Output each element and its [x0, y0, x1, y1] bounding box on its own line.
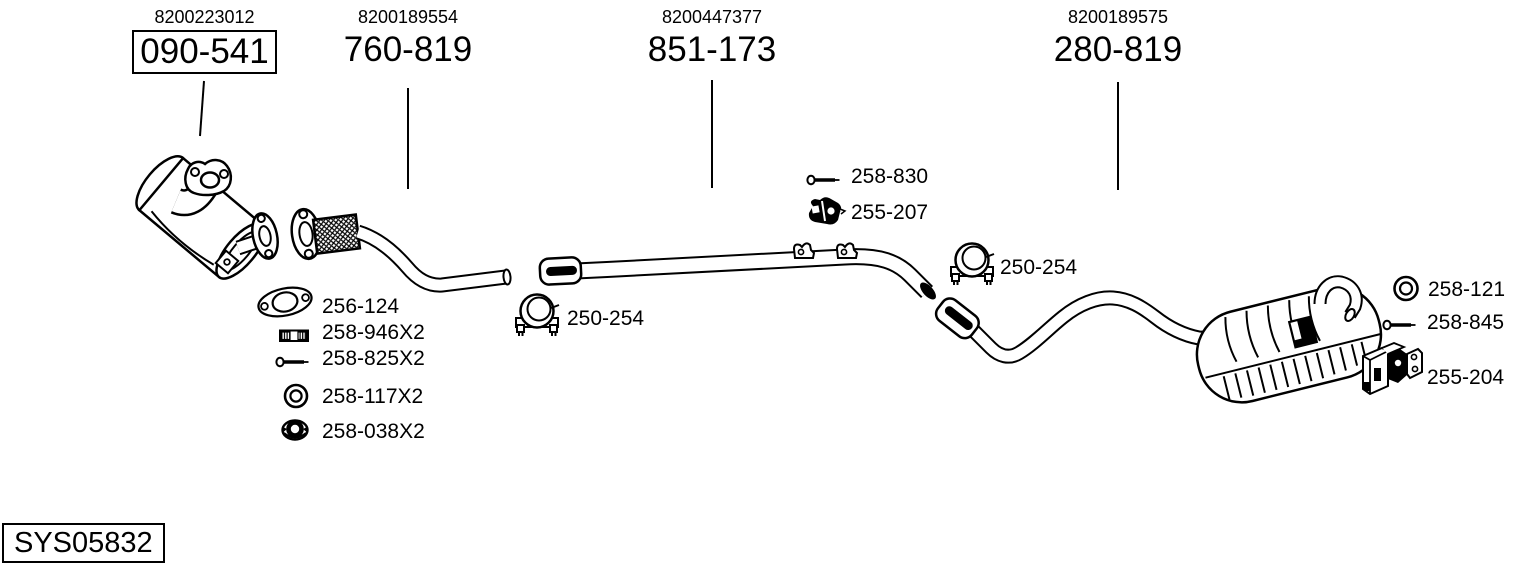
oem-number: 8200189554	[357, 7, 459, 27]
callout-gasket: 256-124	[322, 295, 400, 318]
washer-ring-icon	[1393, 275, 1419, 302]
callout-bolt-rear: 258-845	[1427, 311, 1505, 334]
assembly-code: 760-819	[343, 30, 473, 69]
flex-braid	[311, 213, 362, 255]
leader-line-090-541	[199, 80, 205, 137]
rubber-mount-icon	[808, 197, 847, 225]
callout-rubber-mount: 255-207	[851, 201, 929, 224]
washer-ring-icon	[283, 383, 309, 409]
coupling-sleeve-icon	[279, 329, 309, 342]
assembly-code: 280-819	[1053, 30, 1183, 69]
callout-flange-nut: 258-038X2	[322, 420, 425, 443]
assembly-code: 851-173	[647, 30, 777, 69]
callout-coupling-sleeve: 258-946X2	[322, 321, 425, 344]
oem-number: 8200447377	[661, 7, 763, 27]
muffler-art	[1195, 275, 1383, 404]
gasket-icon	[257, 286, 313, 318]
bolt-icon	[805, 174, 842, 186]
callout-washer-rear: 258-121	[1428, 278, 1506, 301]
middle-pipe-art	[538, 242, 936, 300]
oem-number: 8200223012	[154, 7, 255, 27]
pipe-clamp-icon	[514, 293, 561, 338]
flex-pipe-art	[290, 207, 512, 293]
callout-bolt-centre: 258-830	[851, 165, 929, 188]
hanger-tab-icon	[793, 242, 815, 259]
callout-bolt-front: 258-825X2	[322, 347, 425, 370]
callout-clamp-rear: 250-254	[1000, 256, 1078, 279]
bolt-icon	[274, 355, 311, 369]
hanger-tab-icon	[836, 242, 858, 259]
oem-number: 8200189575	[1067, 7, 1169, 27]
outlet-flange	[251, 212, 279, 260]
callout-washer-front: 258-117X2	[322, 385, 424, 408]
bolt-icon	[1381, 318, 1418, 332]
assembly-header-851-173: 8200447377 851-173	[636, 6, 788, 70]
hanger-bracket-icon	[1362, 342, 1423, 396]
system-code-badge: SYS05832	[2, 523, 165, 563]
pipe-clamp-icon	[949, 242, 996, 287]
callout-hanger-bracket: 255-204	[1427, 366, 1505, 389]
callout-clamp-centre: 250-254	[567, 307, 645, 330]
rear-pipe-art	[934, 290, 1221, 364]
assembly-header-760-819: 8200189554 760-819	[332, 6, 484, 70]
assembly-header-280-819: 8200189575 280-819	[1042, 6, 1194, 70]
flange-nut-icon	[281, 419, 309, 441]
assembly-header-090-541: 8200223012 090-541	[128, 6, 281, 74]
assembly-code: 090-541	[132, 30, 277, 74]
catalytic-converter-art	[135, 155, 279, 280]
